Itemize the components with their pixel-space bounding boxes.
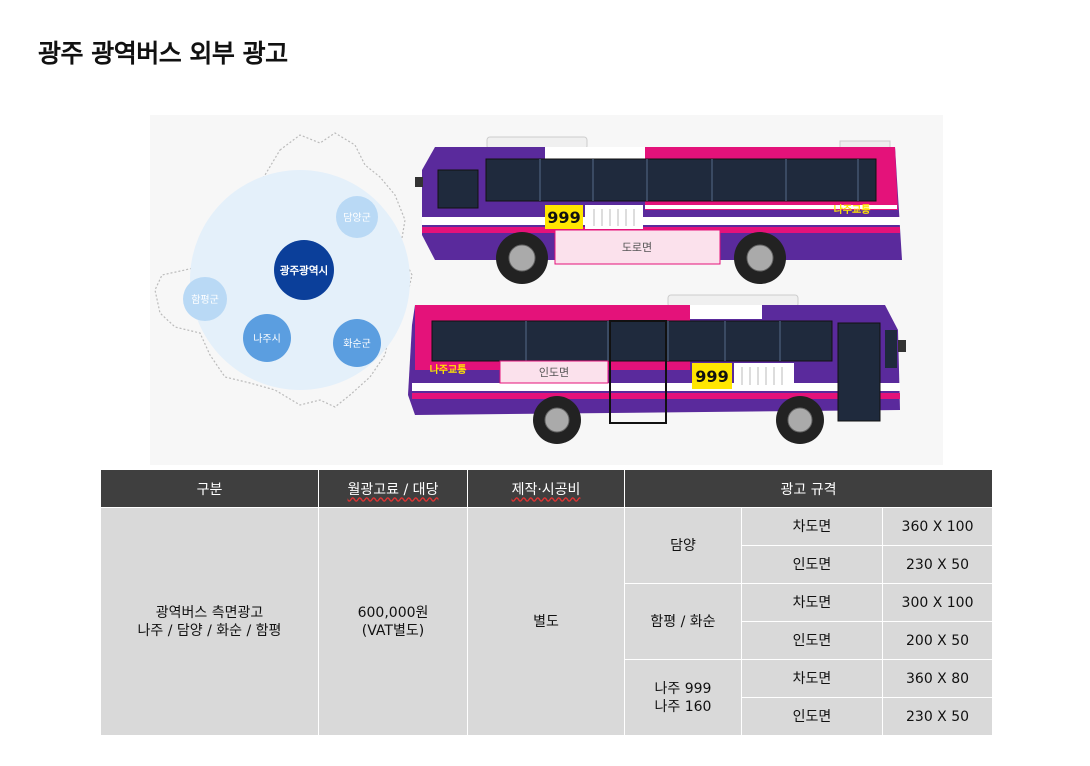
bus-bottom-route-number: 999 [695, 367, 728, 386]
bus-top-front-hub [508, 244, 536, 272]
bus-bottom-stripe-pink [412, 393, 900, 399]
cell-size: 230 X 50 [881, 545, 994, 584]
header-production-label: 제작·시공비 [511, 481, 581, 498]
bus-top-door-window [437, 169, 479, 209]
cell-group-damyang: 담양 [624, 507, 742, 584]
bus-bottom-ad-panel [499, 360, 609, 384]
table-row: 광역버스 측면광고 나주 / 담양 / 화순 / 함평 600,000원 (VA… [100, 507, 994, 736]
bus-top-windows [485, 158, 877, 202]
cell-group-hampyeong-hwasun: 함평 / 화순 [624, 583, 742, 660]
bus-bottom-brand: 나주교통 [430, 363, 467, 376]
header-price: 월광고료 / 대당 [318, 469, 468, 508]
bus-top-window-frames [539, 159, 859, 201]
bus-bottom-roof-white [690, 305, 762, 319]
cell-size: 360 X 100 [881, 507, 994, 546]
cell-side: 차도면 [741, 659, 883, 698]
category-line-2: 나주 / 담양 / 화순 / 함평 [137, 622, 282, 639]
cell-size: 230 X 50 [881, 697, 994, 736]
bus-bottom-rear-hub [544, 407, 570, 433]
bus-bottom-windows [431, 320, 833, 362]
region-hampyeong-bubble [183, 277, 227, 321]
ad-spec-table: 구분 월광고료 / 대당 제작·시공비 광고 규격 광역버스 측면광고 나주 /… [100, 469, 994, 736]
bus-illustration: 담양군 광주광역시 함평군 나주시 화순군 [150, 115, 943, 465]
table-row: 나주 999 나주 160 차도면 360 X 80 [101, 659, 994, 736]
cell-side: 차도면 [741, 507, 883, 546]
cell-side: 인도면 [741, 697, 883, 736]
bus-top-roof-white [545, 147, 645, 159]
cell-size: 200 X 50 [881, 621, 994, 660]
bus-top-brand: 나주교통 [834, 203, 871, 216]
bus-bottom-route-lines [734, 363, 794, 389]
page-title: 광주 광역버스 외부 광고 [38, 39, 288, 68]
bus-top-route-lines [585, 205, 643, 229]
header-category: 구분 [100, 469, 319, 508]
bus-bottom-front-hub [787, 407, 813, 433]
header-production: 제작·시공비 [467, 469, 625, 508]
region-naju-bubble [243, 314, 291, 362]
region-damyang-label: 담양군 [343, 212, 371, 224]
cell-side: 인도면 [741, 545, 883, 584]
region-naju-label: 나주시 [253, 333, 281, 345]
bus-top: 999 나주교통 도로면 [415, 136, 902, 284]
bus-top-mirror [415, 177, 423, 187]
bus-bottom-route-badge [692, 363, 732, 389]
bus-figure-svg: 담양군 광주광역시 함평군 나주시 화순군 [154, 132, 906, 444]
bus-top-ad-panel [554, 229, 721, 265]
bus-bottom-front-door [837, 322, 881, 422]
header-ad-spec: 광고 규격 [623, 469, 994, 508]
group-naju-line-1: 나주 999 [654, 680, 712, 697]
region-gwangju-bubble [274, 240, 334, 300]
region-hwasun-label: 화순군 [343, 338, 371, 350]
table-row: 인도면 200 X 50 [101, 621, 994, 660]
bus-top-route-badge [545, 205, 583, 229]
price-line-1: 600,000원 [357, 604, 429, 621]
bus-top-stripe-upper [645, 205, 897, 209]
bus-bottom-window-frames [525, 321, 781, 361]
category-line-1: 광역버스 측면광고 [155, 604, 264, 621]
cell-category: 광역버스 측면광고 나주 / 담양 / 화순 / 함평 [100, 507, 319, 736]
bus-top-ad-label: 도로면 [622, 241, 652, 254]
bus-bottom-middle-door [609, 320, 667, 424]
region-hampyeong-label: 함평군 [191, 294, 219, 306]
price-line-2: (VAT별도) [361, 622, 425, 639]
cell-size: 360 X 80 [881, 659, 994, 698]
region-map: 담양군 광주광역시 함평군 나주시 화순군 [154, 132, 413, 408]
table-row: 인도면 230 X 50 [101, 697, 994, 736]
table-row: 인도면 230 X 50 [101, 545, 994, 584]
bus-bottom-stripe-white [412, 383, 900, 391]
bus-top-rear-hub [746, 244, 774, 272]
bus-top-route-number: 999 [547, 208, 580, 227]
cell-size: 300 X 100 [881, 583, 994, 622]
region-hwasun-bubble [333, 319, 381, 367]
table-header-row: 구분 월광고료 / 대당 제작·시공비 광고 규격 [100, 469, 994, 508]
cell-group-naju: 나주 999 나주 160 [624, 659, 742, 736]
cell-production: 별도 [467, 507, 625, 736]
cell-side: 인도면 [741, 621, 883, 660]
header-price-label: 월광고료 / 대당 [347, 481, 439, 498]
group-naju-line-2: 나주 160 [654, 698, 712, 715]
bus-top-stripe-white [422, 217, 900, 225]
cell-side: 차도면 [741, 583, 883, 622]
cell-price: 600,000원 (VAT별도) [318, 507, 468, 736]
bus-bottom-ad-label: 인도면 [539, 366, 569, 379]
bus-bottom-mirror [898, 340, 906, 352]
region-damyang-bubble [336, 196, 378, 238]
bus-bottom: 나주교통 인도면 999 [408, 294, 906, 444]
region-gwangju-label: 광주광역시 [280, 264, 328, 277]
bus-bottom-windshield [885, 330, 897, 368]
